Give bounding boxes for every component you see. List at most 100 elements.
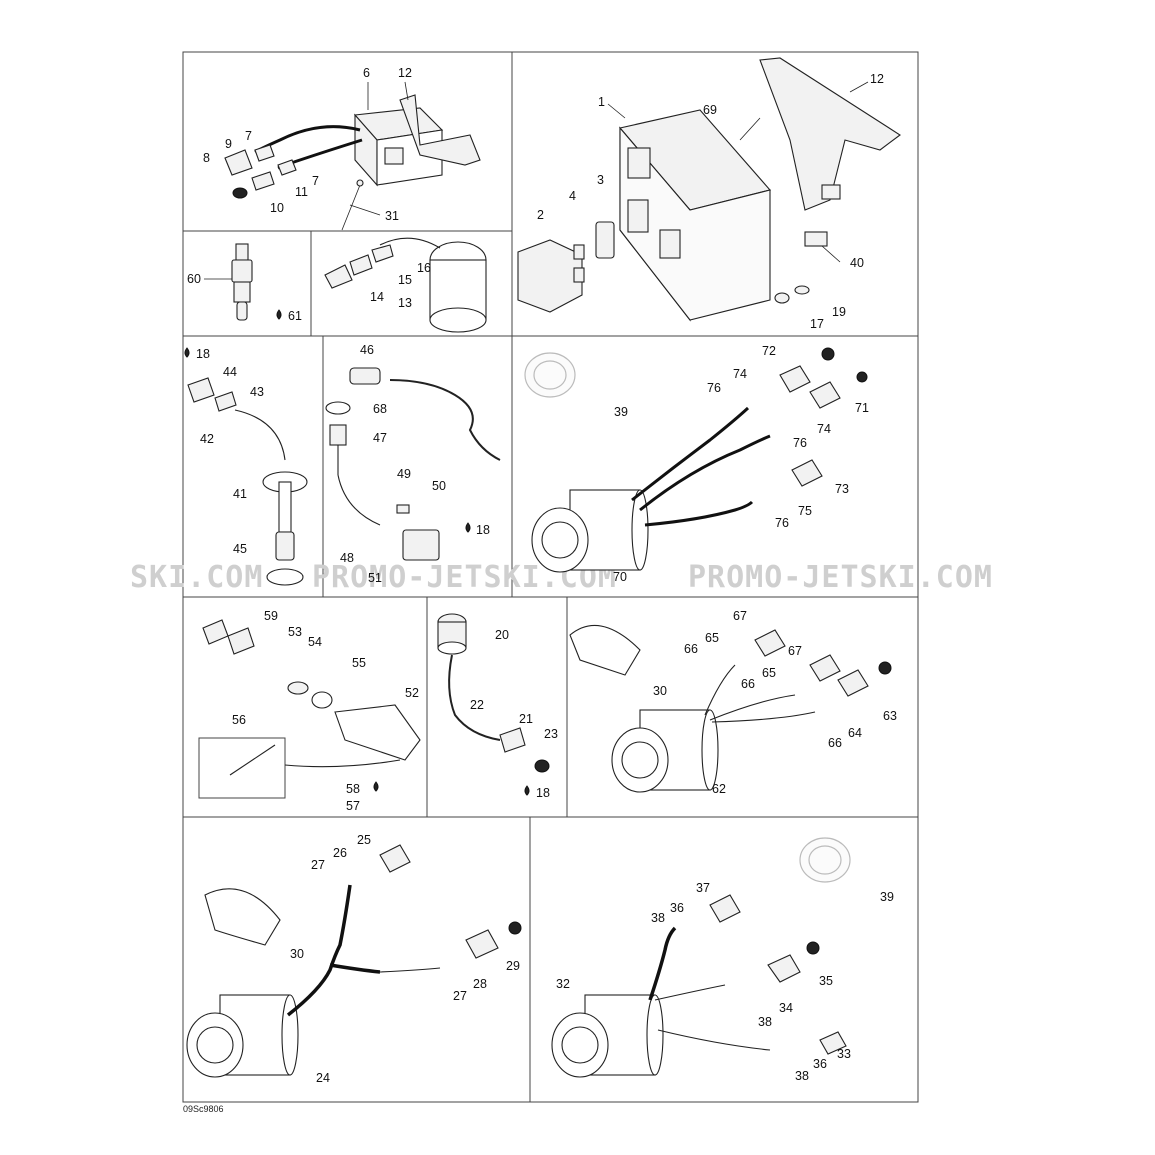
callout-41: 41 [233,487,247,501]
callout-76b: 76 [793,436,807,450]
callout-32: 32 [556,977,570,991]
callout-12: 12 [398,66,412,80]
callout-26: 26 [333,846,347,860]
bilge-pump-drawing [324,237,487,333]
panel-lanyard: 46 68 47 49 50 18 48 51 [325,343,501,585]
callout-66b: 66 [741,677,755,691]
callout-7: 7 [245,129,252,143]
callout-34: 34 [779,1001,793,1015]
callout-27b: 27 [453,989,467,1003]
callout-73: 73 [835,482,849,496]
callout-59: 59 [264,609,278,623]
info-gauge-drawing [524,347,868,573]
tachometer-drawing [569,624,892,793]
callout-69: 69 [703,103,717,117]
callout-30-fuel: 30 [290,947,304,961]
callout-36: 36 [670,901,684,915]
panel-tachometer: 67 65 66 30 67 65 66 63 64 66 62 [569,609,897,796]
panel-bilge-pump: 16 15 14 13 [324,237,487,333]
callout-3: 3 [597,173,604,187]
callout-28: 28 [473,977,487,991]
panel-fuel-gauge: 25 26 27 30 29 28 27 24 [186,833,522,1085]
callout-45: 45 [233,542,247,556]
callout-36b: 36 [813,1057,827,1071]
callout-30-tach: 30 [653,684,667,698]
callout-71: 71 [855,401,869,415]
callout-48: 48 [340,551,354,565]
callout-56: 56 [232,713,246,727]
callout-47: 47 [373,431,387,445]
callout-8: 8 [203,151,210,165]
callout-39-speedo: 39 [880,890,894,904]
callout-4: 4 [569,189,576,203]
callout-61: 61 [288,309,302,323]
callout-12-mpem: 12 [870,72,884,86]
callout-76: 76 [707,381,721,395]
panel-temp-sensor: 60 61 [187,243,302,323]
speedometer-drawing [551,837,851,1078]
callout-20: 20 [495,628,509,642]
figure-reference: 09Sc9806 [183,1104,224,1114]
panel-borders [182,51,919,1103]
fuel-sensor-drawing [187,377,308,586]
callout-40: 40 [850,256,864,270]
panel-speedometer: 39 37 36 38 35 32 34 38 33 36 38 [551,837,894,1083]
callout-50: 50 [432,479,446,493]
callout-9: 9 [225,137,232,151]
callout-67: 67 [733,609,747,623]
callout-19: 19 [832,305,846,319]
callout-1: 1 [598,95,605,109]
callout-76c: 76 [775,516,789,530]
callout-27: 27 [311,858,325,872]
callout-60: 60 [187,272,201,286]
callout-22: 22 [470,698,484,712]
callout-55: 55 [352,656,366,670]
callout-62: 62 [712,782,726,796]
callout-42: 42 [200,432,214,446]
callout-37: 37 [696,881,710,895]
watermark-text-3: PROMO-JETSKI.COM [688,560,993,595]
panel-ignition-module: 6 12 7 9 8 7 11 10 31 [203,66,481,231]
callout-31: 31 [385,209,399,223]
callout-17: 17 [810,317,824,331]
callout-51: 51 [368,571,382,585]
callout-66c: 66 [828,736,842,750]
fuel-gauge-drawing [186,844,522,1078]
mpem-drawing [517,57,901,322]
speed-sensor-drawing [437,613,550,773]
callout-49: 49 [397,467,411,481]
callout-68: 68 [373,402,387,416]
callout-66: 66 [684,642,698,656]
callout-74b: 74 [817,422,831,436]
callout-67b: 67 [788,644,802,658]
temp-sensor-drawing [231,243,253,321]
callout-75: 75 [798,504,812,518]
callout-15: 15 [398,273,412,287]
callout-18-fuel: 18 [196,347,210,361]
callout-44: 44 [223,365,237,379]
callout-65b: 65 [762,666,776,680]
callout-38b: 38 [758,1015,772,1029]
panel-mpem: 12 1 69 3 4 2 40 19 17 [517,57,901,331]
callout-18-speed: 18 [536,786,550,800]
callout-54: 54 [308,635,322,649]
callout-25: 25 [357,833,371,847]
watermark-text-1: SKI.COM [130,560,263,595]
callout-65: 65 [705,631,719,645]
callout-13: 13 [398,296,412,310]
callout-18-lanyard: 18 [476,523,490,537]
callout-33: 33 [837,1047,851,1061]
callout-7b: 7 [312,174,319,188]
panel-trim-sensor: 59 53 54 55 52 56 58 57 [198,609,421,813]
callout-39-info: 39 [614,405,628,419]
callout-72: 72 [762,344,776,358]
panel-speed-sensor: 20 22 21 23 18 [437,613,558,800]
callout-2: 2 [537,208,544,222]
callout-35: 35 [819,974,833,988]
callout-58: 58 [346,782,360,796]
callout-53: 53 [288,625,302,639]
callout-38: 38 [651,911,665,925]
callout-57: 57 [346,799,360,813]
callout-52: 52 [405,686,419,700]
